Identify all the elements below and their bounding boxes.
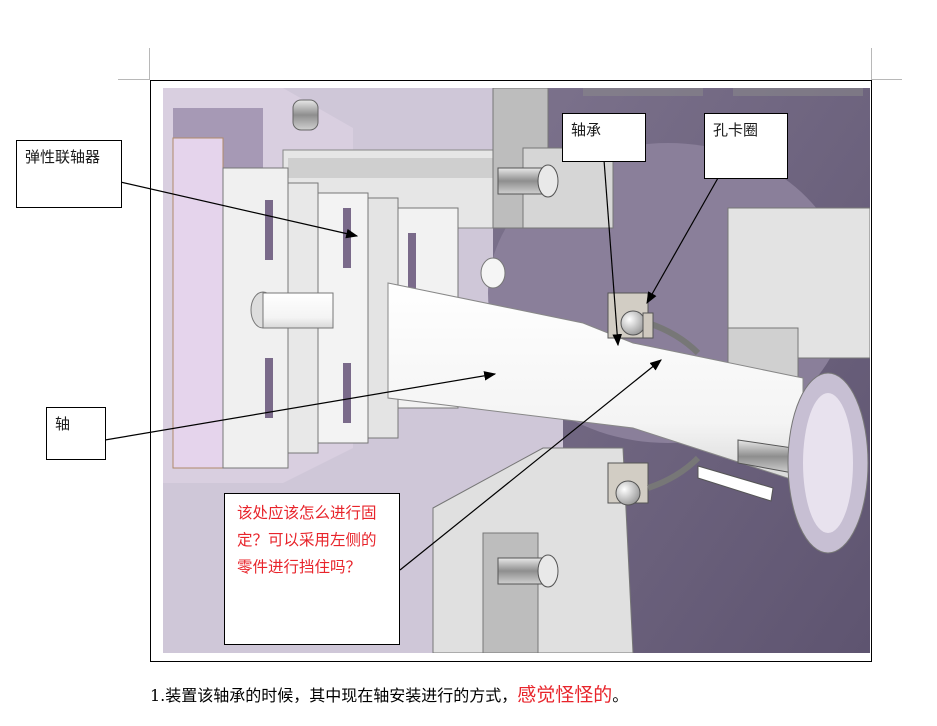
- paragraph-end: 。: [612, 686, 629, 705]
- top-bolt: [292, 99, 319, 131]
- label-bearing-text: 轴承: [571, 121, 602, 139]
- top-screw: [497, 164, 559, 198]
- document-paragraph: 1.装置该轴承的时候，其中现在轴安装进行的方式，感觉怪怪的。: [150, 680, 628, 707]
- paragraph-body: 装置该轴承的时候，其中现在轴安装进行的方式，: [165, 686, 518, 705]
- label-shaft-text: 轴: [55, 415, 71, 433]
- paragraph-number: 1.: [150, 686, 166, 705]
- circlip: [642, 312, 654, 339]
- question-note: 该处应该怎么进行固定？可以采用左侧的零件进行挡住吗？: [224, 493, 400, 645]
- question-note-text: 该处应该怎么进行固定？可以采用左侧的零件进行挡住吗？: [237, 504, 377, 576]
- label-shaft: 轴: [46, 407, 106, 460]
- bottom-screw: [497, 554, 559, 588]
- margin-mark-top-left: [118, 79, 150, 80]
- margin-mark-right: [871, 48, 872, 80]
- paragraph-emphasis: 感觉怪怪的: [517, 684, 613, 706]
- label-circlip-text: 孔卡圈: [713, 121, 759, 139]
- keyway: [697, 465, 774, 502]
- label-coupling-text: 弹性联轴器: [25, 148, 101, 166]
- label-circlip: 孔卡圈: [704, 113, 788, 179]
- margin-mark-left: [149, 48, 150, 80]
- label-coupling: 弹性联轴器: [16, 140, 122, 208]
- label-bearing: 轴承: [562, 113, 646, 162]
- margin-mark-top-right: [872, 79, 902, 80]
